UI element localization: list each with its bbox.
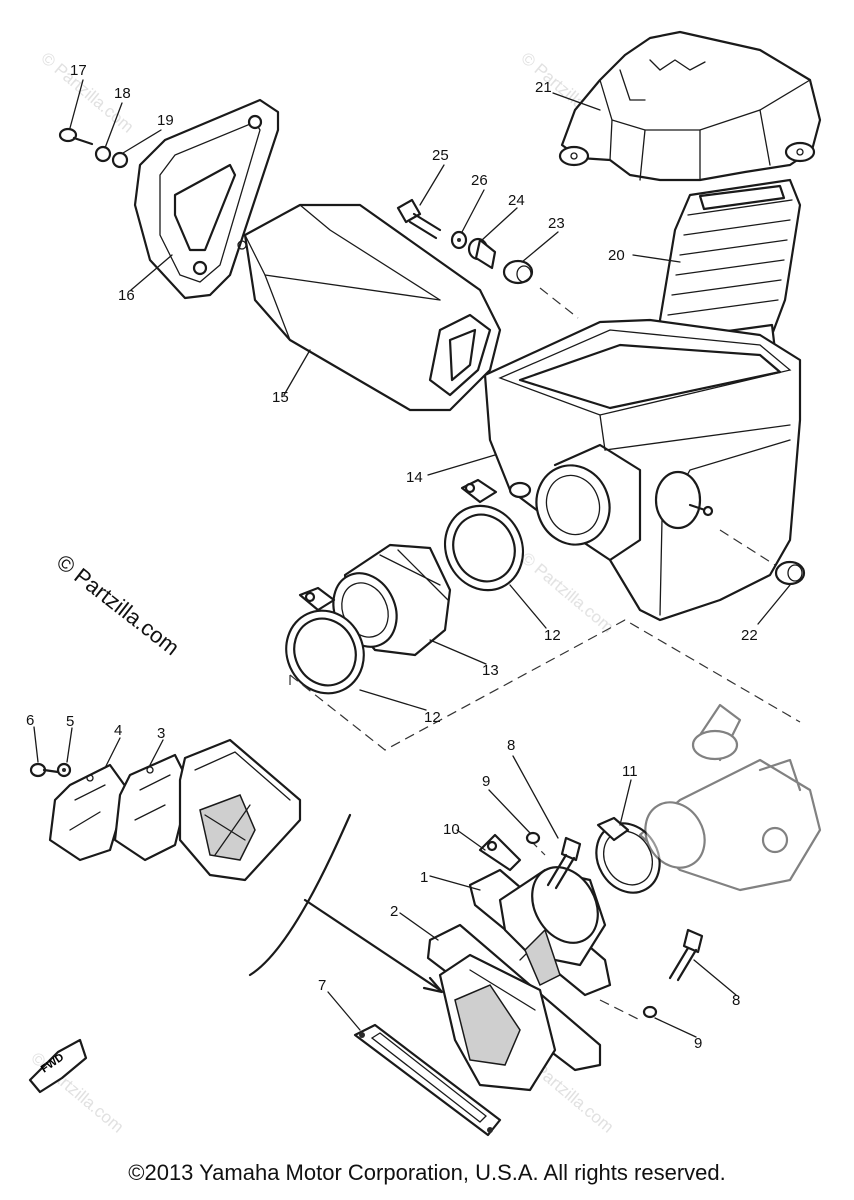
callout-10: 10 bbox=[443, 821, 460, 838]
callout-8-lower: 8 bbox=[732, 992, 740, 1009]
part-9-washer bbox=[525, 831, 541, 845]
callout-12-upper: 12 bbox=[544, 627, 561, 644]
callout-7: 7 bbox=[318, 977, 326, 994]
dashed-line bbox=[539, 287, 579, 319]
part-9-washer bbox=[642, 1005, 658, 1019]
copyright-notice: ©2013 Yamaha Motor Corporation, U.S.A. A… bbox=[128, 1160, 726, 1185]
part-19-washer bbox=[111, 151, 129, 169]
dashed-line bbox=[599, 999, 641, 1021]
callout-14: 14 bbox=[406, 469, 423, 486]
callout-2: 2 bbox=[390, 903, 398, 920]
callout-4: 4 bbox=[114, 722, 122, 739]
part-3-reed-valve bbox=[113, 753, 192, 862]
part-26-washer bbox=[450, 230, 468, 250]
part-11-clamp bbox=[595, 816, 661, 894]
callout-13: 13 bbox=[482, 662, 499, 679]
part-12-clamp-upper bbox=[443, 478, 525, 592]
callout-9-lower: 9 bbox=[694, 1035, 702, 1052]
callout-25: 25 bbox=[432, 147, 449, 164]
part-reed-block bbox=[178, 738, 302, 882]
part-14-airbox bbox=[483, 318, 802, 622]
callout-23: 23 bbox=[548, 215, 565, 232]
part-15-filter bbox=[243, 203, 502, 412]
callout-15: 15 bbox=[272, 389, 289, 406]
part-4-reed-stopper bbox=[48, 763, 130, 862]
part-17-screw bbox=[58, 127, 94, 146]
part-7-gasket bbox=[353, 1023, 502, 1137]
callout-24: 24 bbox=[508, 192, 525, 209]
part-1-manifold bbox=[468, 866, 612, 997]
group-arrow-head bbox=[422, 976, 444, 994]
part-2-reed-assembly bbox=[426, 923, 602, 1092]
part-10-holder bbox=[478, 833, 522, 872]
callout-6: 6 bbox=[26, 712, 34, 729]
callout-18: 18 bbox=[114, 85, 131, 102]
carburetor bbox=[638, 703, 822, 892]
fwd-arrow-icon: FWD bbox=[28, 1038, 88, 1094]
leader-lines bbox=[33, 79, 791, 1038]
callout-26: 26 bbox=[471, 172, 488, 189]
part-5-washer bbox=[56, 762, 72, 778]
part-8-bolt bbox=[668, 928, 704, 982]
part-18-washer bbox=[94, 145, 112, 163]
part-8-bolt bbox=[546, 836, 582, 890]
callout-19: 19 bbox=[157, 112, 174, 129]
callout-9-upper: 9 bbox=[482, 773, 490, 790]
callout-8-upper: 8 bbox=[507, 737, 515, 754]
part-21-cover bbox=[558, 30, 822, 182]
part-22-grommet bbox=[774, 560, 806, 586]
part-25-bolt bbox=[396, 198, 442, 240]
dashed-outline bbox=[289, 619, 801, 751]
part-12-clamp-lower bbox=[285, 586, 365, 695]
callout-12-lower: 12 bbox=[424, 709, 441, 726]
callout-22: 22 bbox=[741, 627, 758, 644]
dashed-line bbox=[719, 529, 776, 566]
callout-11: 11 bbox=[622, 763, 638, 780]
callout-21: 21 bbox=[535, 79, 552, 96]
side-partzilla-mark: © Partzilla.com bbox=[52, 549, 184, 660]
part-6-screw bbox=[29, 762, 60, 778]
callout-5: 5 bbox=[66, 713, 74, 730]
part-23-grommet bbox=[502, 259, 534, 285]
callout-16: 16 bbox=[118, 287, 135, 304]
part-24-collar bbox=[467, 237, 497, 270]
callout-17: 17 bbox=[70, 62, 87, 79]
watermark: © Partzilla.com bbox=[517, 549, 617, 637]
callout-20: 20 bbox=[608, 247, 625, 264]
callout-3: 3 bbox=[157, 725, 165, 742]
group-arrow bbox=[303, 898, 442, 992]
callout-1: 1 bbox=[420, 869, 428, 886]
part-16-frame bbox=[133, 98, 280, 300]
